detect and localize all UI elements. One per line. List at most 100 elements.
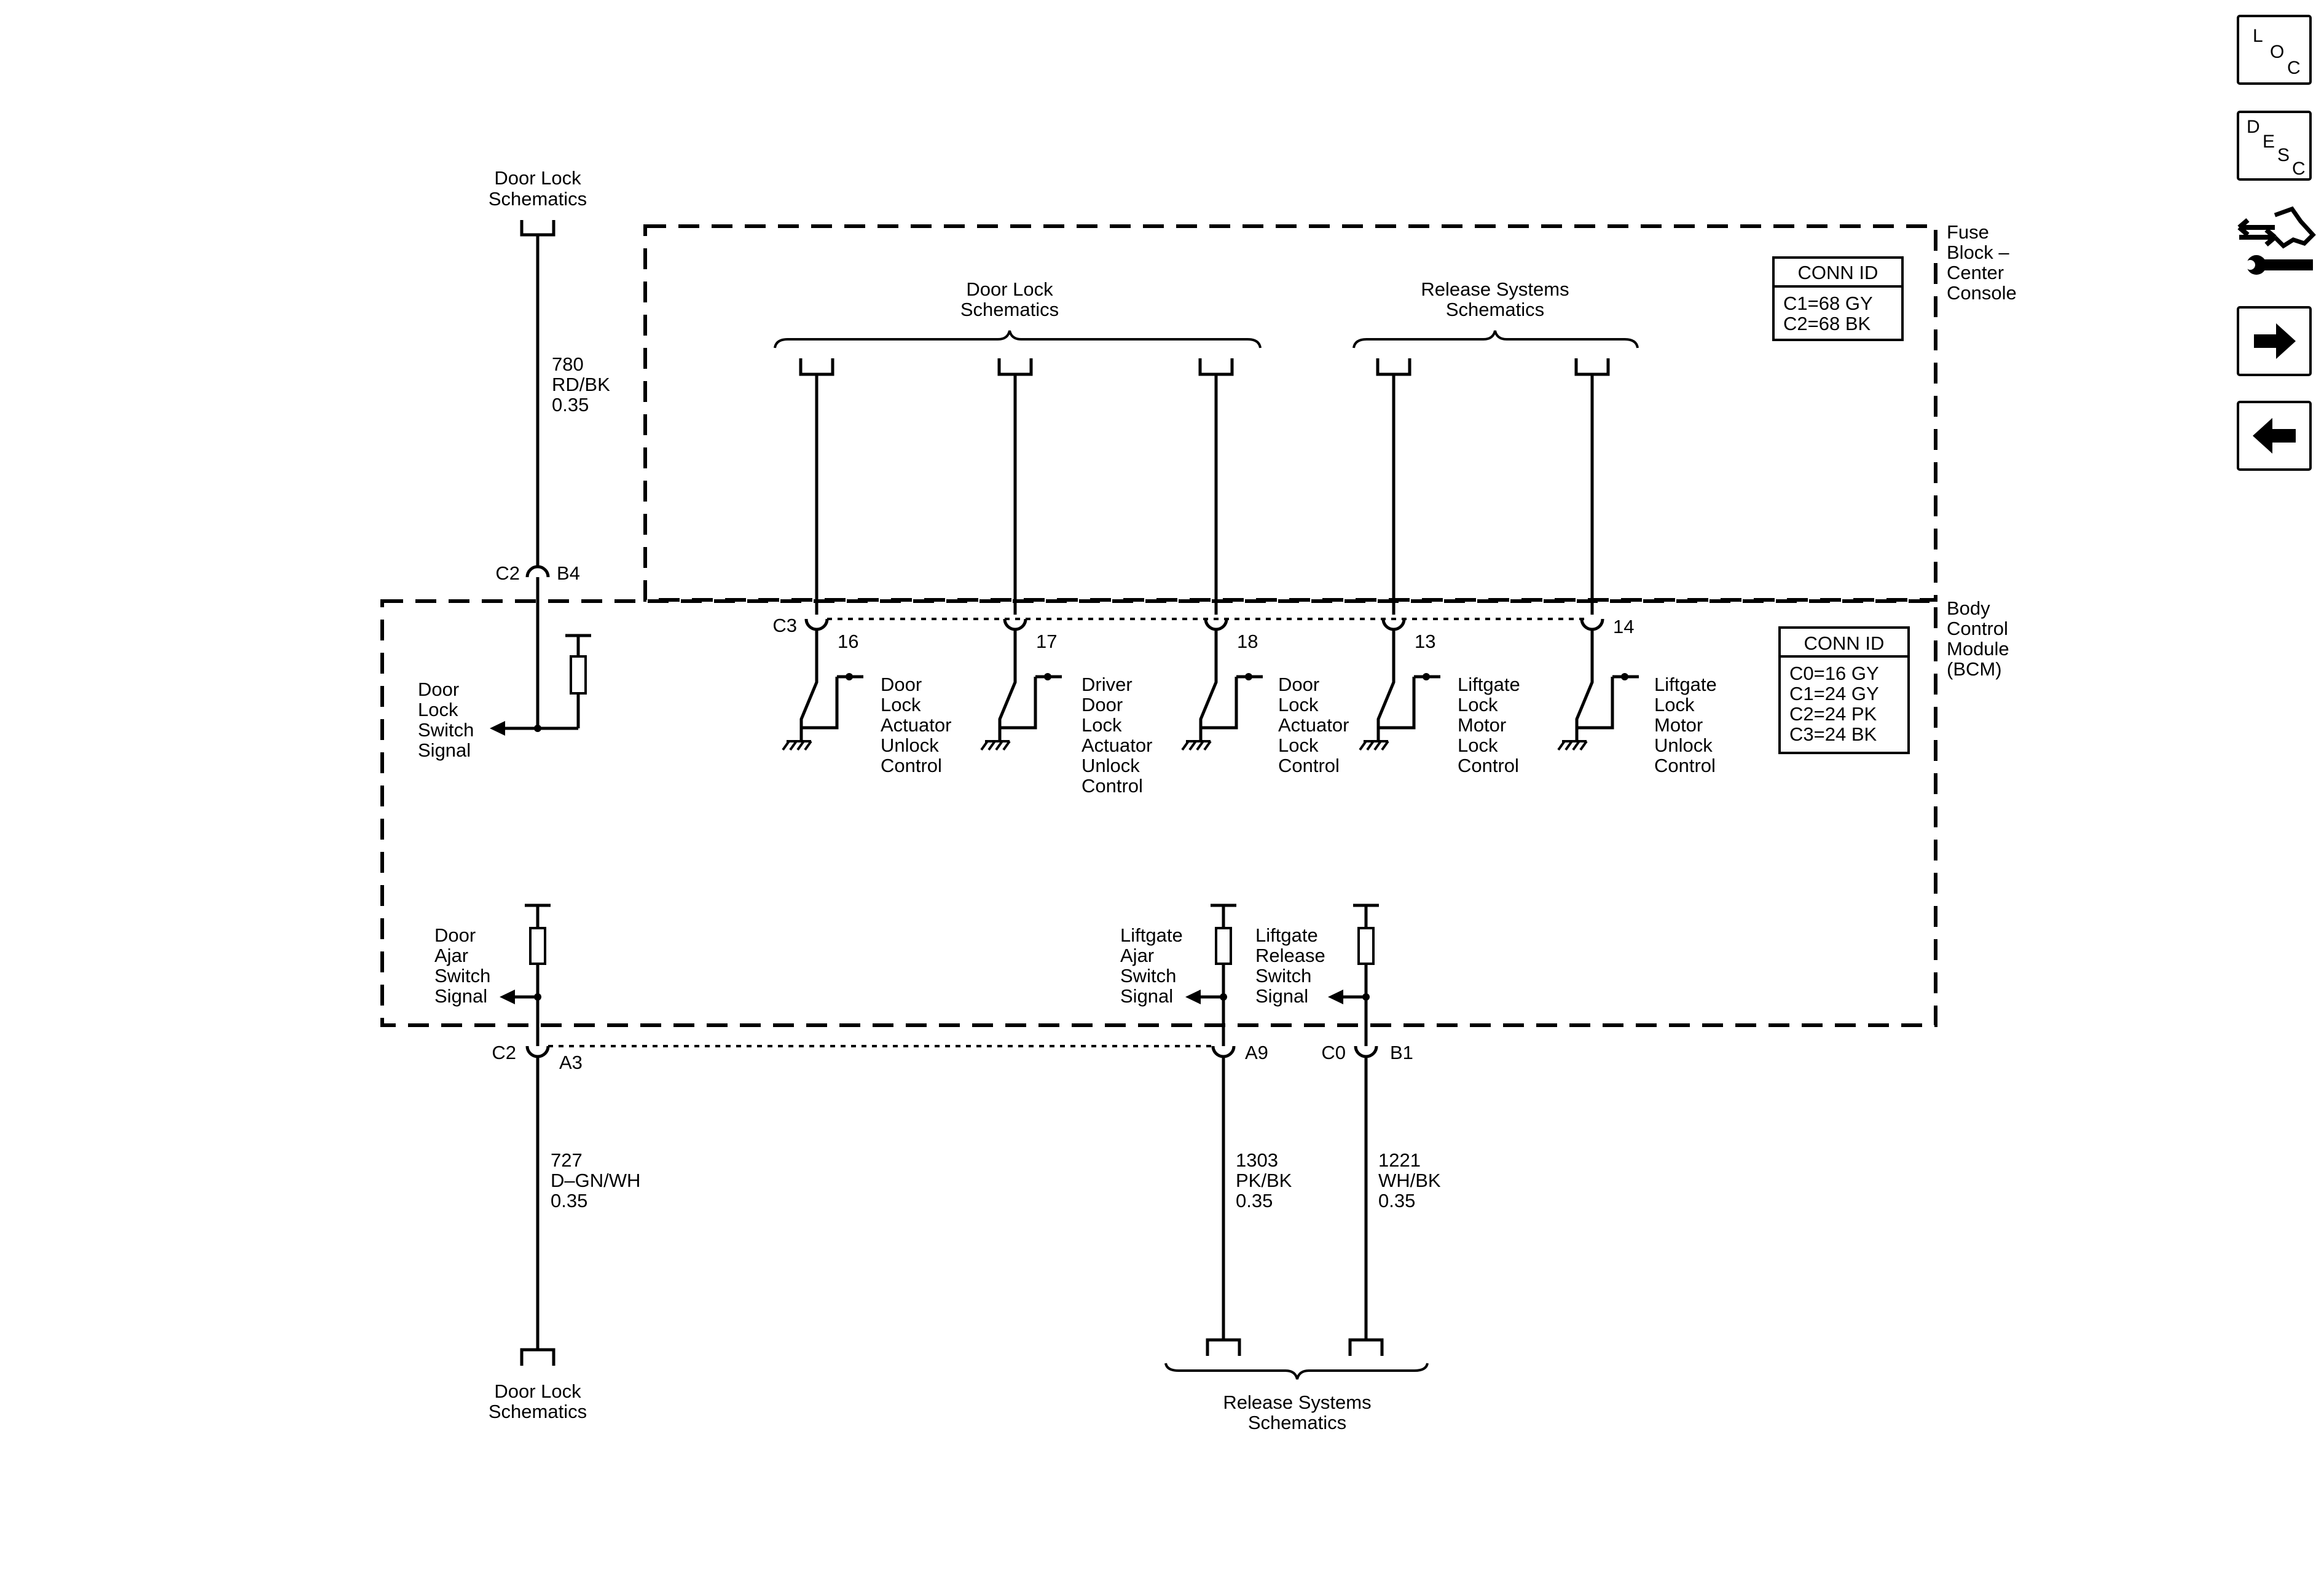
svg-text:Release Systems: Release Systems (1421, 278, 1569, 300)
svg-text:Switch: Switch (434, 965, 490, 986)
svg-text:C0=16 GY: C0=16 GY (1789, 663, 1879, 684)
svg-text:17: 17 (1036, 631, 1057, 652)
bcm-conn-id-box: CONN ID C0=16 GY C1=24 GY C2=24 PK C3=24… (1778, 626, 1910, 754)
svg-text:C3: C3 (772, 615, 797, 636)
svg-text:Schematics: Schematics (960, 299, 1059, 320)
svg-text:C2: C2 (492, 1042, 516, 1063)
svg-text:Switch: Switch (1255, 965, 1311, 986)
svg-text:Schematics: Schematics (1248, 1412, 1346, 1433)
desc-button[interactable]: D E S C (2237, 111, 2312, 181)
svg-text:Module: Module (1947, 638, 2009, 660)
fuse-block-label: Fuse Block – Center Console (1947, 221, 2017, 304)
svg-text:Lock: Lock (1278, 694, 1319, 715)
control-label-liftgate-lock-motor-unlock: Liftgate Lock Motor Unlock Control (1654, 674, 1717, 776)
svg-text:Lock: Lock (418, 699, 458, 720)
svg-text:(BCM): (BCM) (1947, 658, 2002, 680)
svg-text:Liftgate: Liftgate (1654, 674, 1717, 695)
svg-text:Control: Control (881, 755, 942, 776)
svg-text:Body: Body (1947, 597, 1990, 619)
door-ajar-switch-pullup (500, 904, 551, 1046)
wire-1303-label: 1303 PK/BK 0.35 (1236, 1149, 1292, 1211)
svg-text:16: 16 (838, 631, 858, 652)
ref-door-lock-schematics-bottom[interactable]: Door Lock Schematics (489, 1348, 587, 1422)
svg-text:Control: Control (1082, 775, 1143, 797)
svg-text:Door: Door (418, 679, 459, 700)
bcm-outline (380, 599, 1937, 1027)
svg-text:18: 18 (1237, 631, 1258, 652)
svg-text:Fuse: Fuse (1947, 221, 1989, 243)
svg-text:C0: C0 (1321, 1042, 1346, 1063)
svg-text:Door: Door (1082, 694, 1123, 715)
loc-letter-c: C (2287, 58, 2301, 78)
svg-text:Liftgate: Liftgate (1458, 674, 1520, 695)
svg-text:CONN ID: CONN ID (1804, 632, 1885, 654)
svg-text:1221: 1221 (1378, 1149, 1421, 1171)
previous-page-button[interactable] (2237, 401, 2312, 471)
svg-text:Door Lock: Door Lock (494, 1380, 581, 1402)
svg-text:Ajar: Ajar (1120, 945, 1154, 966)
connector-c2-a3: C2 A3 (492, 1042, 583, 1073)
ref-door-lock-schematics-top[interactable]: Door Lock Schematics (489, 167, 587, 237)
svg-text:780: 780 (552, 353, 584, 375)
svg-text:Door: Door (1278, 674, 1319, 695)
ref-release-systems-schematics-group[interactable]: Release Systems Schematics (1352, 278, 1639, 348)
loc-letter-o: O (2270, 42, 2285, 62)
liftgate-ajar-switch-pullup (1185, 904, 1236, 1046)
connector-c0-b1: C0 B1 (1321, 1042, 1413, 1063)
svg-text:WH/BK: WH/BK (1378, 1170, 1441, 1191)
svg-text:A9: A9 (1245, 1042, 1268, 1063)
svg-text:Motor: Motor (1654, 714, 1703, 736)
svg-text:727: 727 (551, 1149, 583, 1171)
control-label-door-lock-actuator-unlock: Door Lock Actuator Unlock Control (881, 674, 951, 776)
door-lock-switch-pullup-resistor (490, 634, 591, 736)
control-label-liftgate-lock-motor-lock: Liftgate Lock Motor Lock Control (1458, 674, 1520, 776)
wire-1221-label: 1221 WH/BK 0.35 (1378, 1149, 1441, 1211)
arrow-right-icon (2254, 323, 2296, 359)
bcm-label: Body Control Module (BCM) (1947, 597, 2009, 680)
wire-727-label: 727 D–GN/WH 0.35 (551, 1149, 640, 1211)
svg-text:0.35: 0.35 (552, 394, 589, 415)
svg-text:Signal: Signal (434, 985, 487, 1007)
desc-letter-s: S (2277, 145, 2290, 165)
svg-text:Unlock: Unlock (1654, 734, 1713, 756)
ref-door-lock-schematics-group[interactable]: Door Lock Schematics (774, 278, 1262, 348)
svg-text:Control: Control (1947, 618, 2008, 639)
svg-text:Lock: Lock (1082, 714, 1122, 736)
svg-text:0.35: 0.35 (1236, 1190, 1273, 1211)
svg-text:Unlock: Unlock (1082, 755, 1140, 776)
svg-text:Door Lock: Door Lock (494, 167, 581, 189)
svg-text:B4: B4 (557, 562, 580, 584)
liftgate-ajar-switch-signal-label: Liftgate Ajar Switch Signal (1120, 924, 1183, 1007)
svg-text:C1=68 GY: C1=68 GY (1783, 293, 1873, 314)
svg-text:B1: B1 (1390, 1042, 1413, 1063)
ref-release-systems-schematics-bottom[interactable]: Release Systems Schematics (1164, 1338, 1429, 1433)
connector-tool-button[interactable] (2232, 203, 2318, 283)
door-ajar-switch-signal-label: Door Ajar Switch Signal (434, 924, 490, 1007)
svg-text:Actuator: Actuator (881, 714, 951, 736)
svg-text:0.35: 0.35 (1378, 1190, 1415, 1211)
svg-text:D–GN/WH: D–GN/WH (551, 1170, 640, 1191)
svg-text:C2=24 PK: C2=24 PK (1789, 703, 1877, 725)
svg-text:Switch: Switch (1120, 965, 1176, 986)
loc-button[interactable]: L O C (2237, 15, 2312, 85)
svg-text:Center: Center (1947, 262, 2004, 283)
svg-text:Switch: Switch (418, 719, 474, 741)
svg-text:Motor: Motor (1458, 714, 1506, 736)
svg-text:CONN ID: CONN ID (1798, 262, 1878, 283)
svg-text:Driver: Driver (1082, 674, 1133, 695)
control-label-driver-door-lock-actuator-unlock: Driver Door Lock Actuator Unlock Control (1082, 674, 1152, 797)
svg-text:Liftgate: Liftgate (1120, 924, 1183, 946)
svg-text:Schematics: Schematics (489, 188, 587, 210)
next-page-button[interactable] (2237, 306, 2312, 376)
svg-text:Console: Console (1947, 282, 2017, 304)
c3-circuit-wires (799, 358, 1610, 615)
svg-text:Lock: Lock (881, 694, 921, 715)
svg-text:Signal: Signal (418, 739, 471, 761)
svg-text:Actuator: Actuator (1278, 714, 1349, 736)
svg-text:C2: C2 (495, 562, 520, 584)
svg-text:Door Lock: Door Lock (966, 278, 1053, 300)
bcm-output-switches (782, 629, 1639, 751)
svg-text:C3=24 BK: C3=24 BK (1789, 723, 1877, 745)
svg-text:13: 13 (1415, 631, 1435, 652)
